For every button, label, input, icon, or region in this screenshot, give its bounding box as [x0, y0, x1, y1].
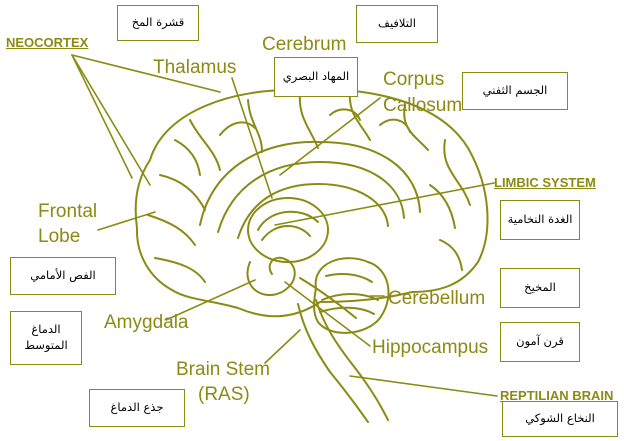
leader-hippocampus	[285, 282, 370, 346]
leader-frontal-lobe	[98, 212, 155, 230]
leader-brain-stem	[265, 330, 300, 363]
arabic-box-pituitary: الغدة النخامية	[500, 200, 580, 240]
leader-thalamus	[232, 78, 272, 198]
arabic-box-spinal-cord: النخاع الشوكي	[502, 401, 618, 437]
arabic-box-cerebellum: المخيخ	[500, 268, 580, 308]
label-cerebellum: Cerebellum	[388, 289, 485, 308]
label-thalamus: Thalamus	[153, 58, 236, 77]
label-corpus: Corpus	[383, 70, 444, 89]
arabic-box-midbrain: الدماغ المتوسط	[10, 311, 82, 365]
thalamus-shape	[248, 198, 328, 262]
label-callosum: Callosum	[383, 96, 462, 115]
leader-neocortex-3	[72, 55, 132, 178]
label-cerebrum: Cerebrum	[262, 35, 346, 54]
gyri-folds	[148, 92, 470, 282]
hippocampus-curl	[248, 258, 295, 295]
label-frontal: Frontal	[38, 202, 97, 221]
label-amygdala: Amygdala	[104, 313, 189, 332]
leader-neocortex-1	[72, 55, 150, 185]
arabic-box-corpus-callosum: الجسم الثفني	[462, 72, 568, 110]
arabic-box-gyri: التلافيف	[356, 5, 438, 43]
arabic-box-cortex: قشرة المخ	[117, 5, 199, 41]
label-neocortex: NEOCORTEX	[6, 36, 88, 49]
arabic-box-brain-stem: جذع الدماغ	[89, 389, 185, 427]
arabic-box-hippocampus: قرن آمون	[500, 322, 580, 362]
label-lobe: Lobe	[38, 227, 80, 246]
label-ras: (RAS)	[198, 385, 250, 404]
leader-corpus-callosum	[280, 98, 380, 175]
arabic-box-thalamus: المهاد البصري	[274, 57, 358, 97]
label-hippocampus: Hippocampus	[372, 338, 488, 357]
label-brain-stem: Brain Stem	[176, 360, 270, 379]
label-limbic-system: LIMBIC SYSTEM	[494, 176, 596, 189]
cerebrum-outline	[136, 89, 488, 316]
arabic-box-frontal-lobe: الفص الأمامي	[10, 257, 116, 295]
brain-stem-shape	[298, 300, 388, 422]
leader-limbic-system	[275, 183, 494, 225]
